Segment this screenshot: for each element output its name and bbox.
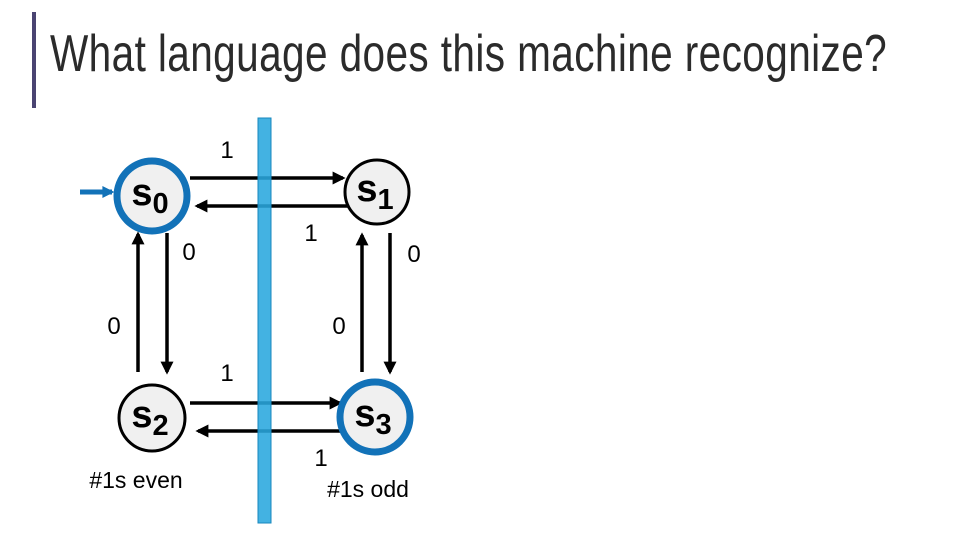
state-label-s1: s1 — [356, 168, 393, 216]
state-s0 — [113, 157, 191, 235]
edge-label-s1-s0: 1 — [304, 220, 317, 247]
edge-label-s1-s3: 0 — [407, 241, 420, 268]
caption-s3: #1s odd — [327, 476, 409, 502]
slide-title: What language does this machine recogniz… — [50, 25, 888, 83]
state-s1 — [343, 158, 411, 226]
state-label-s2: s2 — [131, 394, 168, 442]
edge-label-s3-s2: 1 — [314, 445, 327, 472]
edge-label-s2-s3: 1 — [220, 360, 233, 387]
state-label-s0: s0 — [131, 172, 168, 220]
state-label-s3: s3 — [354, 393, 391, 441]
edge-label-s0-s1: 1 — [220, 137, 233, 164]
highlight-bar — [257, 117, 272, 524]
caption-s2: #1s even — [89, 467, 182, 493]
edge-label-s3-s1: 0 — [332, 313, 345, 340]
edge-label-s0-s2: 0 — [182, 239, 195, 266]
title-accent-bar — [32, 12, 36, 108]
state-s2 — [117, 383, 187, 453]
state-s3 — [336, 378, 414, 456]
edge-label-s2-s0: 0 — [107, 313, 120, 340]
